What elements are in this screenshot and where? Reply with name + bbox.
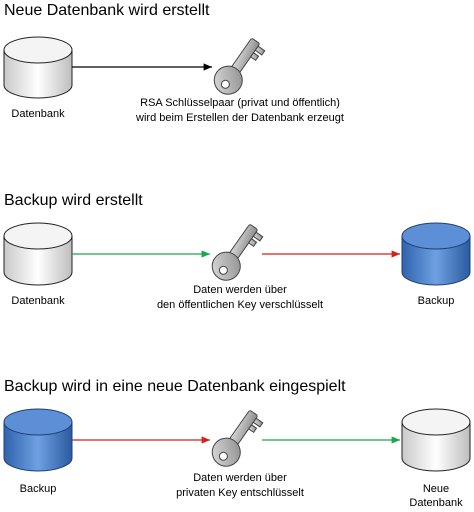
section-2-key-caption-line1: Daten werden über [193, 284, 287, 296]
section-3-backup-icon [3, 408, 73, 472]
section-2-source-label: Datenbank [11, 295, 65, 307]
section-2-database-icon [3, 222, 73, 286]
section-2-title: Backup wird erstellt [4, 192, 143, 209]
section-2-key-caption-line2: den öffentlichen Key verschlüsselt [156, 299, 324, 311]
section-3-key-caption-line2: privaten Key entschlüsselt [176, 487, 304, 499]
section-2-backup-icon [401, 222, 471, 286]
section-3-database-icon [401, 408, 471, 472]
section-3-source-label: Backup [19, 483, 57, 495]
section-3-key-caption-line1: Daten werden über [193, 472, 287, 484]
section-2-target-label: Backup [417, 295, 455, 307]
section-3-target-label-line1: Neue [422, 483, 450, 495]
section-3-title: Backup wird in eine neue Datenbank einge… [4, 378, 346, 395]
section-1-key-caption-line1: RSA Schlüsselpaar (privat und öffentlich… [140, 97, 340, 109]
section-1-database-icon [3, 36, 73, 99]
section-1-key-caption-line2: wird beim Erstellen der Datenbank erzeug… [136, 112, 344, 124]
section-1-source-label: Datenbank [11, 108, 65, 120]
section-1-title: Neue Datenbank wird erstellt [4, 2, 210, 19]
section-2-key-icon [211, 224, 264, 281]
section-3-target-label-line2: Datenbank [409, 497, 463, 509]
section-1-key-icon [213, 38, 266, 95]
section-3-key-icon [211, 410, 264, 467]
